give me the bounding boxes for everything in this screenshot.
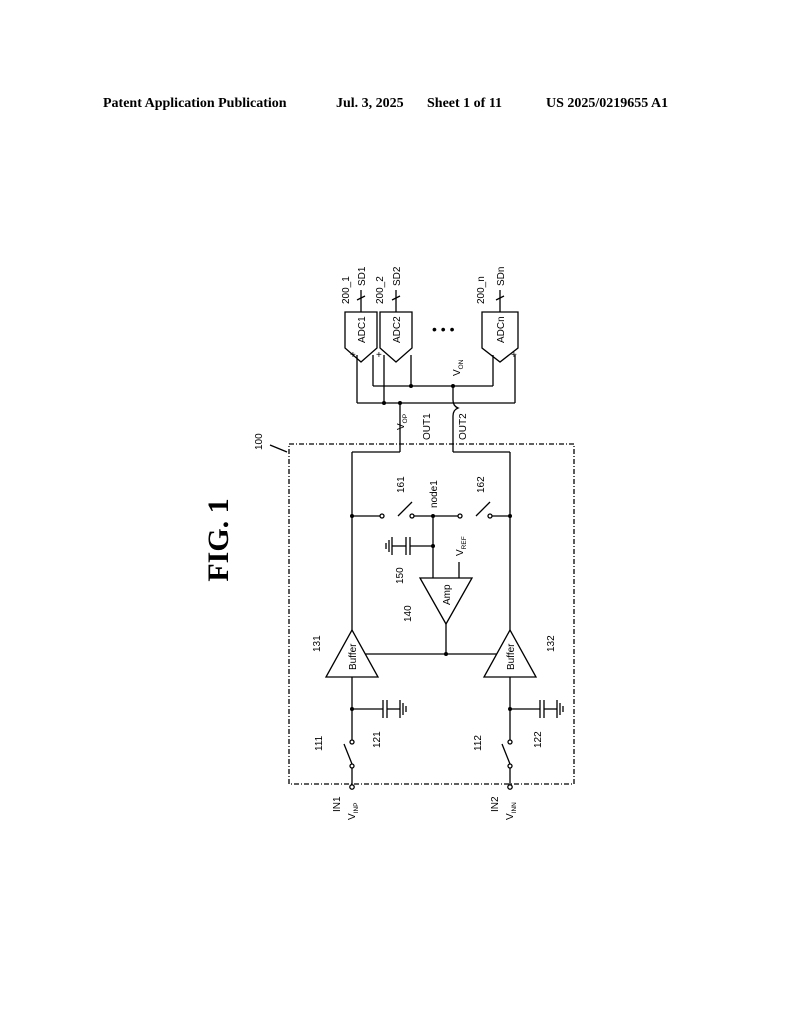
label-von: VON [452, 359, 465, 376]
switch-112-contact [507, 763, 513, 769]
adcn-bus-slash [495, 295, 505, 301]
adc2-block [379, 311, 413, 363]
amp-140-text: Amp [442, 584, 453, 605]
in2-terminal [507, 784, 513, 790]
adc1-bus-slash [356, 295, 366, 301]
switch-112-contact2 [507, 739, 513, 745]
adc1-text: ADC1 [357, 316, 368, 343]
label-200-n: 200_n [476, 276, 487, 304]
header-publication-label: Patent Application Publication [103, 96, 287, 111]
wire-out2-crossover [452, 386, 460, 417]
buffer-131-text: Buffer [348, 643, 359, 670]
label-vop: VOP [396, 414, 409, 430]
label-vinp: VINP [347, 802, 360, 820]
label-200-1: 200_1 [341, 276, 352, 304]
label-sd1: SD1 [357, 266, 368, 286]
switch-111-contact2 [349, 739, 355, 745]
label-vinn: VINN [505, 802, 518, 820]
label-132: 132 [546, 635, 557, 652]
switch-161-blade [397, 501, 413, 517]
label-131: 131 [312, 635, 323, 652]
buffer-132-text: Buffer [506, 643, 517, 670]
label-out2: OUT2 [458, 413, 469, 440]
leader-100 [269, 444, 288, 453]
label-162: 162 [476, 476, 487, 493]
label-sdn: SDn [496, 267, 507, 286]
switch-162-blade [475, 501, 491, 517]
block-100-boundary [288, 443, 575, 785]
figure-title: FIG. 1 [202, 498, 235, 581]
switch-161-contact [379, 513, 385, 519]
adcn-block [481, 311, 519, 363]
label-111: 111 [314, 735, 325, 751]
switch-161-contact2 [409, 513, 415, 519]
bus-vop-dot2 [398, 401, 402, 405]
switch-112-blade [501, 743, 511, 765]
label-node1: node1 [429, 480, 440, 508]
label-122: 122 [533, 731, 544, 748]
label-out1: OUT1 [422, 413, 433, 440]
label-100: 100 [254, 433, 265, 450]
adc1-block [344, 311, 378, 363]
label-200-2: 200_2 [375, 276, 386, 304]
label-sd2: SD2 [392, 266, 403, 286]
header-publication-number: US 2025/0219655 A1 [546, 96, 669, 111]
switch-162-contact [457, 513, 463, 519]
label-121: 121 [372, 731, 383, 748]
switch-111-contact [349, 763, 355, 769]
switch-162-contact2 [487, 513, 493, 519]
adc2-text: ADC2 [392, 316, 403, 343]
bus-von-dot2 [451, 384, 455, 388]
switch-111-blade [343, 743, 353, 765]
label-in2: IN2 [490, 796, 501, 812]
adc1-plus: + [350, 350, 356, 361]
label-150: 150 [395, 567, 406, 584]
adc2-bus-slash [391, 295, 401, 301]
node1-dot [431, 514, 435, 518]
label-140: 140 [403, 605, 414, 622]
header-date: Jul. 3, 2025 [336, 96, 404, 111]
in1-terminal [349, 784, 355, 790]
adcn-plus: + [511, 350, 517, 361]
label-vref: VREF [455, 536, 468, 556]
amp-140 [418, 577, 474, 626]
adcn-text: ADCn [496, 316, 507, 343]
adc2-plus: + [376, 350, 382, 361]
header-sheet: Sheet 1 of 11 [427, 96, 503, 111]
label-112: 112 [473, 735, 484, 751]
label-161: 161 [396, 476, 407, 493]
label-in1: IN1 [332, 796, 343, 812]
adc-ellipsis: • • • [432, 321, 455, 337]
